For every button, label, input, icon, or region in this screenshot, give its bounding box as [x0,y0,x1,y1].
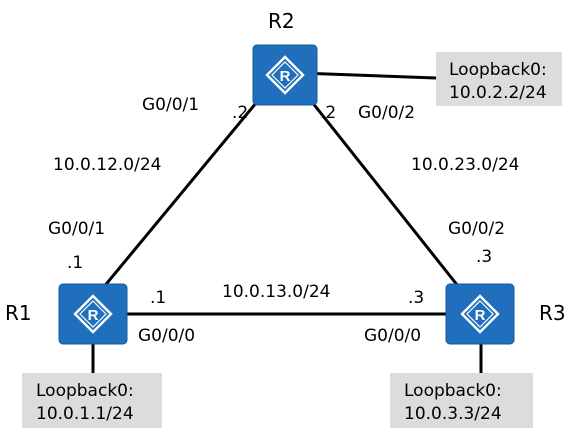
router-r1[interactable]: R [58,283,128,345]
r2-host-to-r3: .2 [320,103,336,123]
router-icon: R [460,294,500,334]
network-r1-r2: 10.0.12.0/24 [53,155,161,175]
link-r2-loopback [299,71,437,80]
loopback-address-r1: 10.0.1.1/24 [36,404,134,424]
r2-interface-to-r1: G0/0/1 [142,95,199,115]
loopback-box-r3: Loopback0: 10.0.3.3/24 [390,373,533,428]
link-r2-r3 [283,67,479,311]
svg-text:R: R [280,68,291,85]
router-r2[interactable]: R [252,44,318,106]
router-icon: R [265,55,305,95]
router-icon: R [73,294,113,334]
svg-text:R: R [88,307,99,324]
r1-host-to-r2: .1 [67,253,83,273]
r1-interface-to-r3: G0/0/0 [138,326,195,346]
r1-interface-to-r2: G0/0/1 [48,219,105,239]
loopback-name-r2: Loopback0: [449,60,547,80]
r3-interface-to-r1: G0/0/0 [364,326,421,346]
r1-host-to-r3: .1 [150,288,166,308]
r3-host-to-r2: .3 [476,247,492,267]
r2-host-to-r1: .2 [232,103,248,123]
r2-interface-to-r3: G0/0/2 [358,103,415,123]
loopback-box-r1: Loopback0: 10.0.1.1/24 [22,373,162,428]
r3-interface-to-r2: G0/0/2 [448,219,505,239]
loopback-box-r2: Loopback0: 10.0.2.2/24 [436,52,562,106]
router-name-r1: R1 [5,301,32,325]
network-r2-r3: 10.0.23.0/24 [411,155,519,175]
loopback-address-r2: 10.0.2.2/24 [449,83,547,103]
loopback-name-r3: Loopback0: [404,381,502,401]
router-r3[interactable]: R [445,283,515,345]
r3-host-to-r1: .3 [408,288,424,308]
loopback-name-r1: Loopback0: [36,381,134,401]
router-name-r3: R3 [539,301,566,325]
svg-text:R: R [475,307,486,324]
router-name-r2: R2 [268,9,295,33]
network-r1-r3: 10.0.13.0/24 [222,282,330,302]
link-r1-r2 [91,67,287,301]
loopback-address-r3: 10.0.3.3/24 [404,404,502,424]
